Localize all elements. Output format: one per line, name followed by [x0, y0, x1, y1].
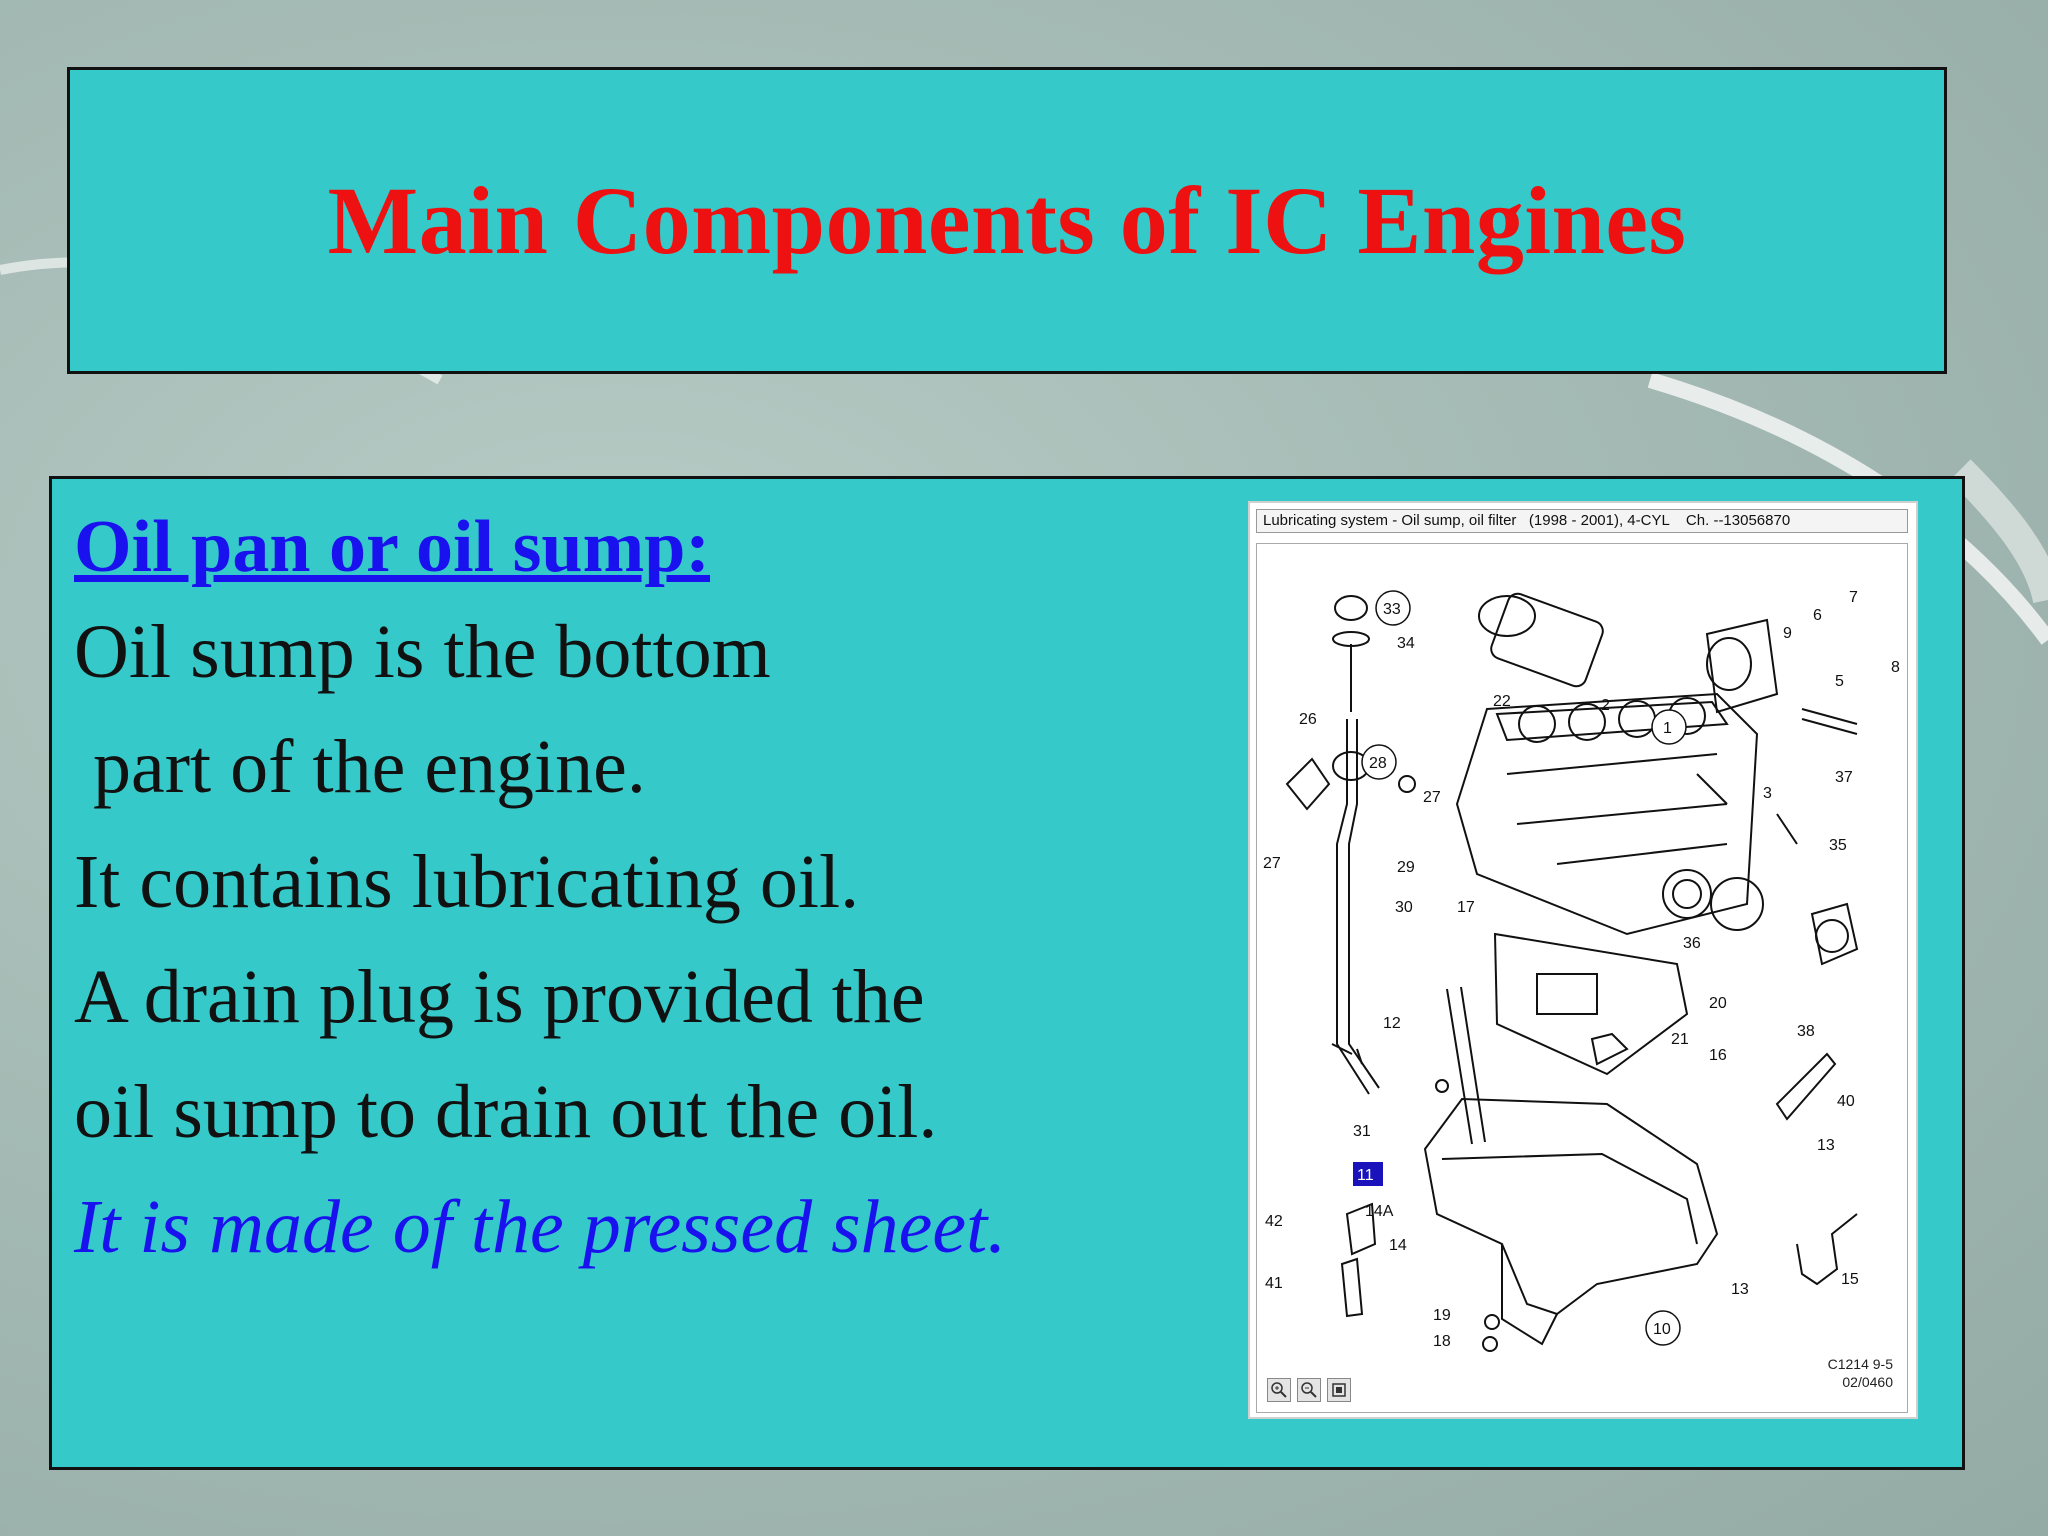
oil-sump-diagram: Lubricating system - Oil sump, oil filte…: [1248, 501, 1918, 1419]
callout-14a: 14A: [1365, 1203, 1394, 1220]
callout-13b: 13: [1731, 1281, 1749, 1298]
callout-34: 34: [1397, 635, 1415, 652]
body-line-2: part of the engine.: [74, 725, 646, 809]
zoom-out-icon[interactable]: [1297, 1378, 1321, 1402]
oil-filter: [1490, 592, 1604, 688]
dipstick-cap: [1334, 595, 1368, 621]
callout-20: 20: [1709, 995, 1727, 1012]
callout-10: 10: [1653, 1321, 1671, 1338]
callout-27a: 27: [1423, 789, 1441, 806]
title-box: Main Components of IC Engines: [67, 67, 1947, 374]
callout-2: 2: [1601, 697, 1610, 714]
callout-27b: 27: [1263, 855, 1281, 872]
callout-33: 33: [1383, 601, 1401, 618]
callout-41: 41: [1265, 1275, 1283, 1292]
body-line-3: It contains lubricating oil.: [74, 840, 860, 924]
baffle-plate: [1493, 932, 1689, 1076]
exploded-view-drawing: 33 34 26 28 27 27 29 30 17 12 31 11 14A …: [1263, 589, 1900, 1352]
callout-11: 11: [1357, 1167, 1374, 1184]
body-line-4: A drain plug is provided the: [74, 955, 925, 1039]
callout-35: 35: [1829, 837, 1847, 854]
diagram-caption: Lubricating system - Oil sump, oil filte…: [1256, 509, 1908, 533]
callout-40: 40: [1837, 1093, 1855, 1110]
callout-42: 42: [1265, 1213, 1283, 1230]
callout-18: 18: [1433, 1333, 1451, 1350]
callout-37: 37: [1835, 769, 1853, 786]
callout-21: 21: [1671, 1031, 1689, 1048]
callout-7: 7: [1849, 589, 1858, 606]
fit-icon[interactable]: [1327, 1378, 1351, 1402]
callout-31: 31: [1353, 1123, 1371, 1140]
highlighted-label-box: [1353, 1162, 1383, 1186]
callout-30: 30: [1395, 899, 1413, 916]
callout-3: 3: [1763, 785, 1772, 802]
callout-16: 16: [1709, 1047, 1727, 1064]
callout-22: 22: [1493, 693, 1511, 710]
body-line-italic: It is made of the pressed sheet.: [74, 1185, 1007, 1269]
callout-5: 5: [1835, 673, 1844, 690]
slide-title: Main Components of IC Engines: [327, 167, 1687, 274]
oil-sump-pan: [1423, 1097, 1719, 1316]
body-line-1: Oil sump is the bottom: [74, 610, 771, 694]
callout-13a: 13: [1817, 1137, 1835, 1154]
callout-14: 14: [1389, 1237, 1407, 1254]
callout-17: 17: [1457, 899, 1475, 916]
callout-9: 9: [1783, 625, 1792, 642]
callout-6: 6: [1813, 607, 1822, 624]
callout-29: 29: [1397, 859, 1415, 876]
callout-15: 15: [1841, 1271, 1859, 1288]
diagram-ref-date: 02/0460: [1842, 1374, 1893, 1390]
callout-36: 36: [1683, 935, 1701, 952]
content-box: Oil pan or oil sump: Oil sump is the bot…: [49, 476, 1965, 1470]
callout-12: 12: [1383, 1015, 1401, 1032]
body-line-5: oil sump to drain out the oil.: [74, 1070, 938, 1154]
callout-38: 38: [1797, 1023, 1815, 1040]
callout-28: 28: [1369, 755, 1387, 772]
zoom-in-icon[interactable]: [1267, 1378, 1291, 1402]
callout-26: 26: [1299, 711, 1317, 728]
callout-8: 8: [1891, 659, 1900, 676]
callout-1: 1: [1663, 720, 1672, 737]
diagram-frame: 33 34 26 28 27 27 29 30 17 12 31 11 14A …: [1256, 543, 1908, 1413]
callout-19: 19: [1433, 1307, 1451, 1324]
seal-ring: [1662, 869, 1712, 919]
section-heading: Oil pan or oil sump:: [74, 506, 711, 588]
diagram-ref-code: C1214 9-5: [1827, 1356, 1893, 1372]
